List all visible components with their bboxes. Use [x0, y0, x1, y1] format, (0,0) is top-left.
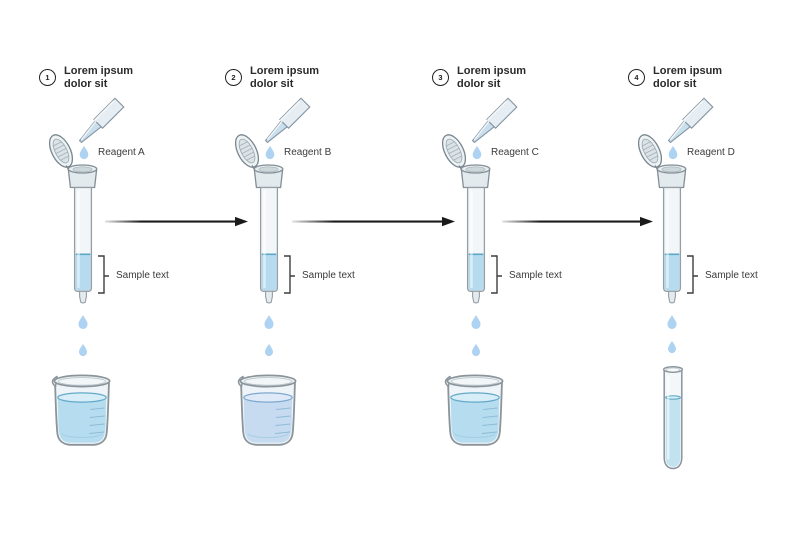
step-1: 1 Lorem ipsum dolor sit Reagent A Sample…: [0, 0, 190, 544]
step-2: 2 Lorem ipsum dolor sit Reagent B Sample…: [186, 0, 376, 544]
step-title-line2: dolor sit: [250, 77, 294, 90]
step-title-line1: Lorem ipsum: [250, 65, 320, 77]
pipette-icon: [261, 97, 311, 147]
step-1-illustration: [44, 97, 125, 446]
step-title: Lorem ipsum dolor sit: [250, 65, 319, 90]
reagent-drop-icon: [472, 145, 482, 160]
reagent-drop-icon: [668, 145, 678, 160]
pipette-icon: [664, 97, 714, 147]
step-title: Lorem ipsum dolor sit: [64, 65, 133, 90]
step-4: 4 Lorem ipsum dolor sit Reagent D Sample…: [589, 0, 779, 544]
beaker-graphic: [237, 374, 297, 446]
reagent-label: Reagent D: [687, 147, 735, 158]
reagent-drop-icon: [79, 145, 89, 160]
test-tube-graphic: [662, 366, 684, 470]
test-tube-outline: [663, 369, 683, 470]
sample-bracket: [283, 255, 296, 294]
test-tube-highlight: [667, 376, 670, 460]
sample-bracket: [490, 255, 503, 294]
reagent-label: Reagent C: [491, 147, 539, 158]
column-highlight: [666, 190, 669, 288]
step-title-line2: dolor sit: [457, 77, 501, 90]
step-number-badge: 1: [39, 69, 56, 86]
falling-drop-1: [667, 315, 677, 329]
reagent-drop-icon: [265, 145, 275, 160]
test-tube-rim-inner: [665, 367, 681, 372]
step-title-line2: dolor sit: [64, 77, 108, 90]
step-number-badge: 3: [432, 69, 449, 86]
beaker-liquid-surface: [243, 392, 293, 403]
falling-drop-1: [264, 315, 274, 329]
reagent-label: Reagent B: [284, 147, 332, 158]
falling-drop-2: [668, 340, 676, 354]
sample-label: Sample text: [116, 270, 169, 281]
column-highlight: [263, 190, 266, 288]
beaker-graphic: [51, 374, 111, 446]
falling-drop-2: [472, 343, 480, 357]
sample-label: Sample text: [302, 270, 355, 281]
step-title-line2: dolor sit: [653, 77, 697, 90]
step-4-illustration: [633, 97, 714, 470]
step-title-line1: Lorem ipsum: [457, 65, 527, 77]
falling-drop-2: [265, 343, 273, 357]
step-number-badge: 4: [628, 69, 645, 86]
column-highlight: [77, 190, 80, 288]
sample-bracket: [97, 255, 110, 294]
sample-label: Sample text: [705, 270, 758, 281]
pipette-icon: [75, 97, 125, 147]
reagent-label: Reagent A: [98, 147, 145, 158]
step-title: Lorem ipsum dolor sit: [653, 65, 722, 90]
falling-drop-2: [79, 343, 87, 357]
step-2-illustration: [230, 97, 311, 446]
step-3: 3 Lorem ipsum dolor sit Reagent C Sample…: [393, 0, 583, 544]
beaker-liquid-surface: [57, 392, 107, 403]
step-title-line1: Lorem ipsum: [64, 65, 134, 77]
step-title-line1: Lorem ipsum: [653, 65, 723, 77]
beaker-liquid-surface: [450, 392, 500, 403]
sample-bracket: [686, 255, 699, 294]
falling-drop-1: [471, 315, 481, 329]
falling-drop-1: [78, 315, 88, 329]
pipette-icon: [468, 97, 518, 147]
step-3-illustration: [437, 97, 518, 446]
beaker-graphic: [444, 374, 504, 446]
step-title: Lorem ipsum dolor sit: [457, 65, 526, 90]
sample-label: Sample text: [509, 270, 562, 281]
step-number-badge: 2: [225, 69, 242, 86]
column-highlight: [470, 190, 473, 288]
